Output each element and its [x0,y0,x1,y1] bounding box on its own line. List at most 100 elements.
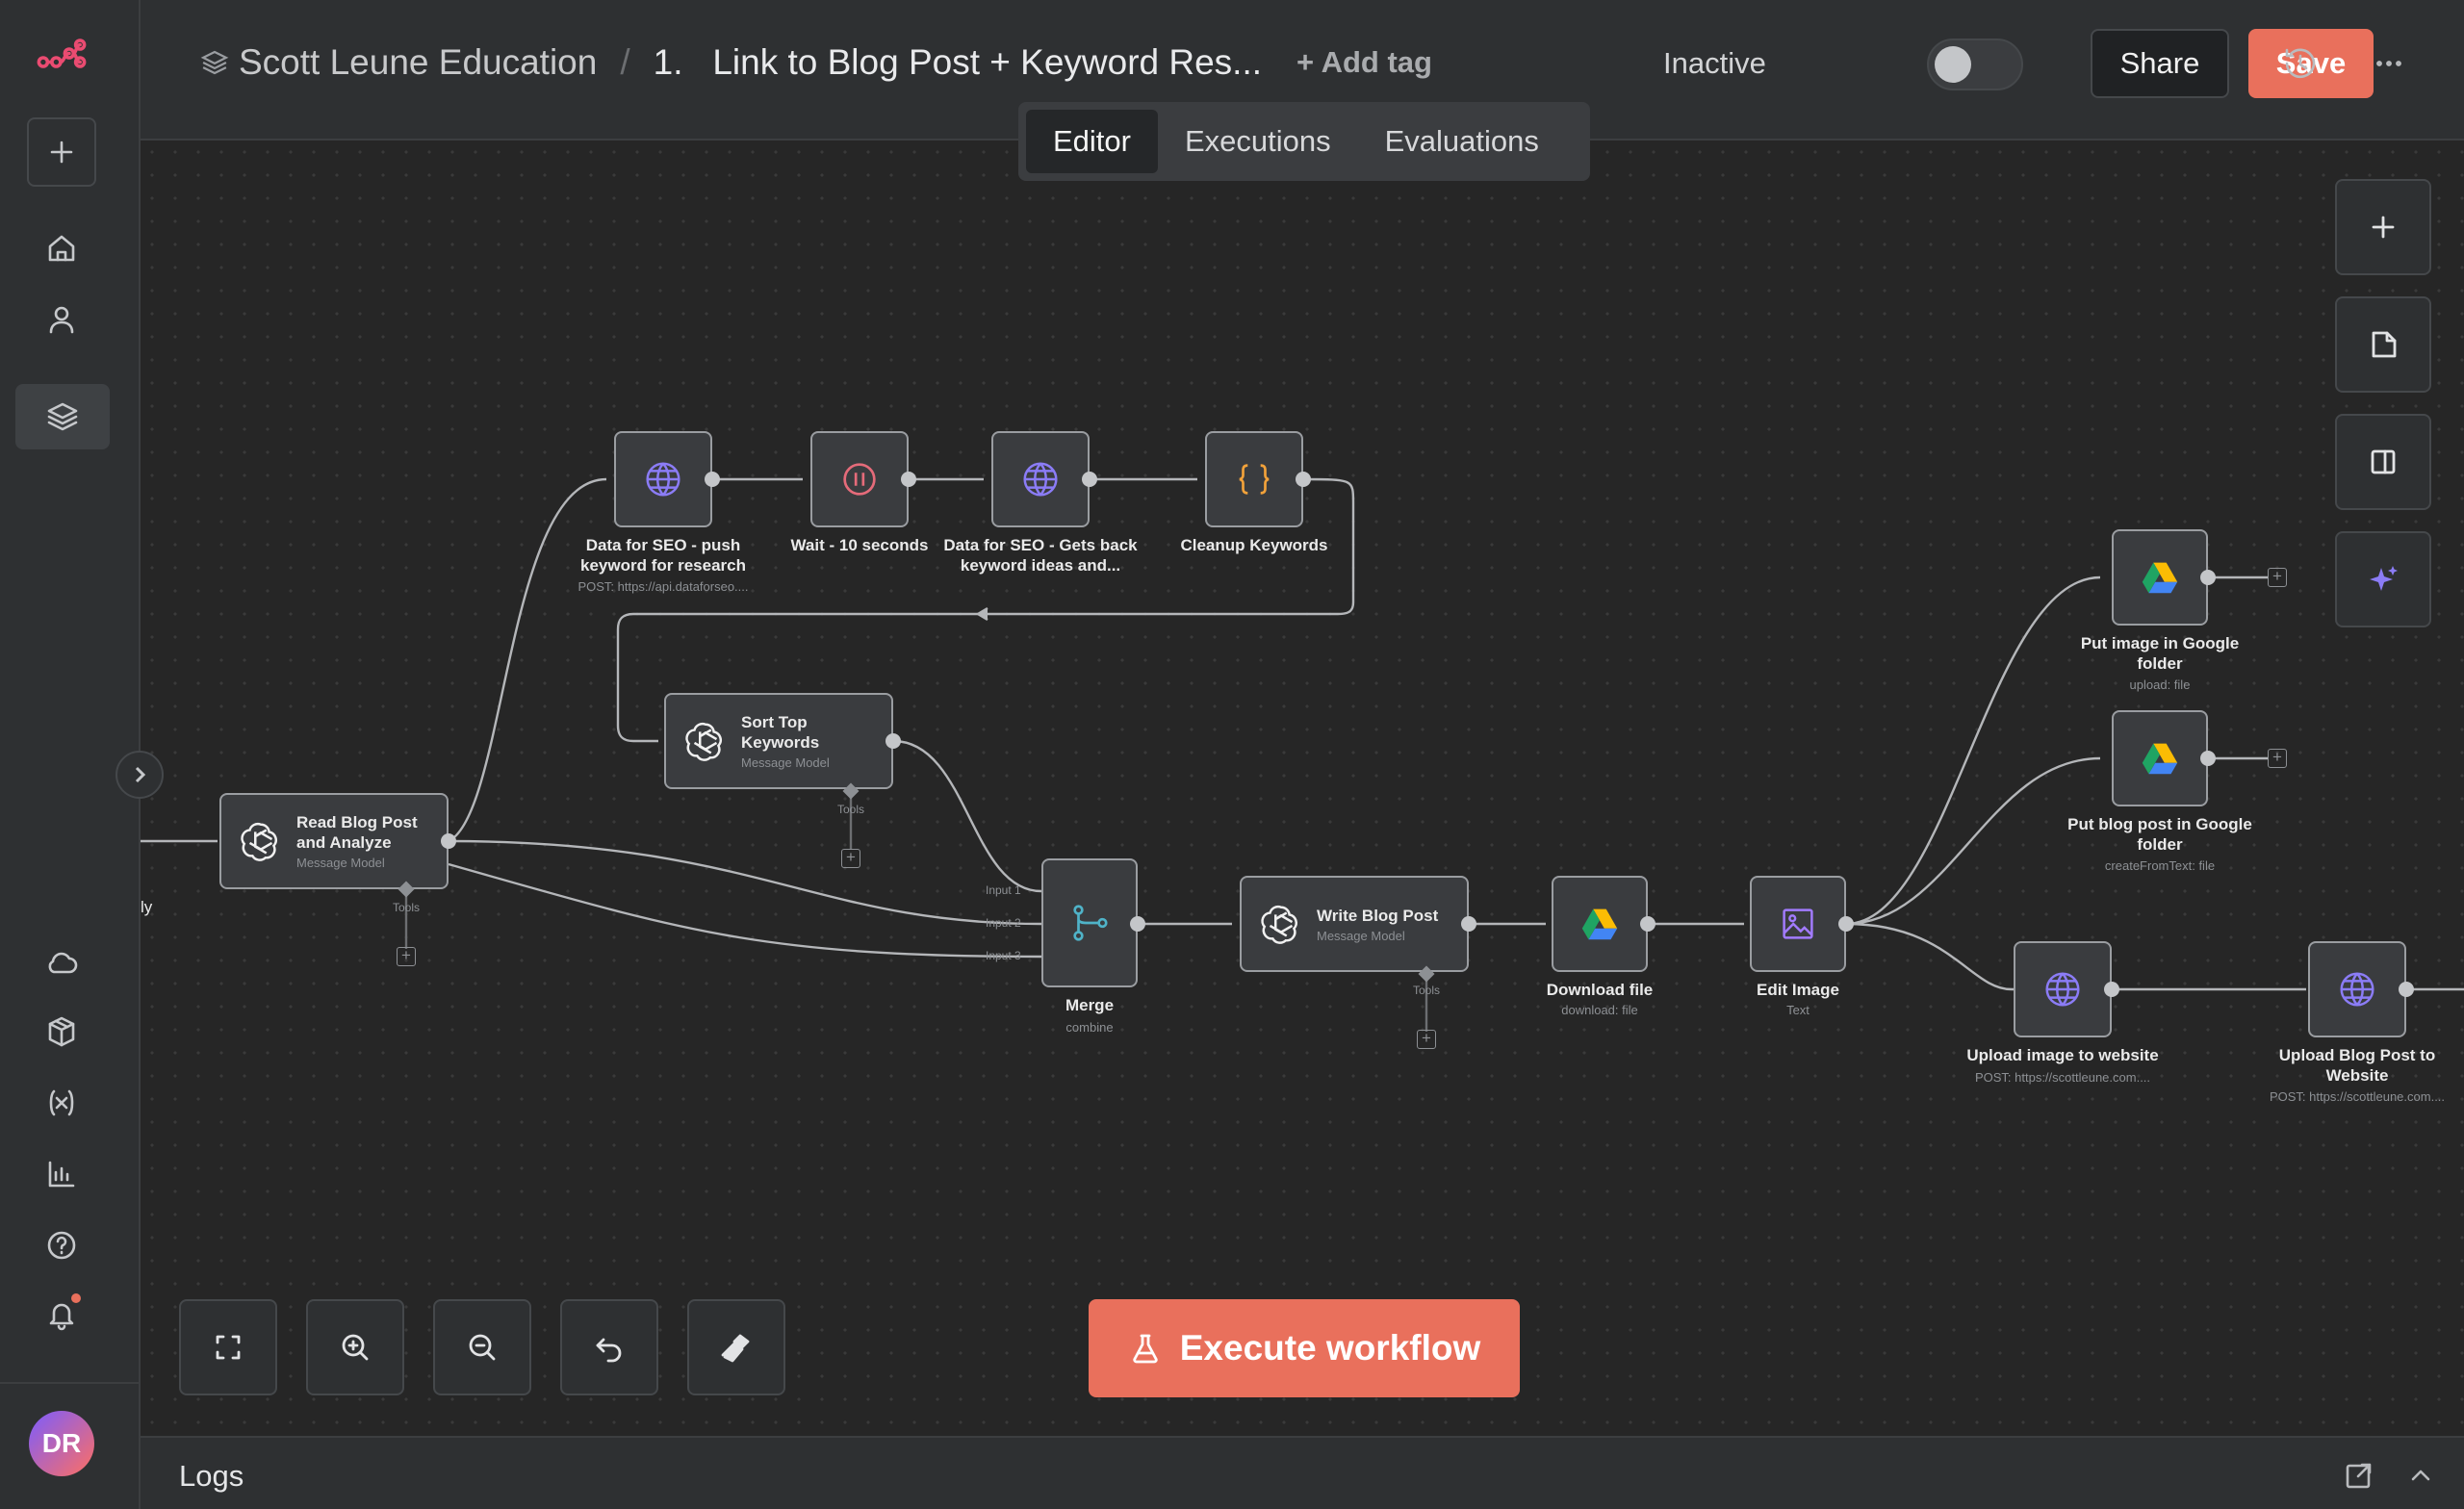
node-subtitle: upload: file [2129,678,2191,692]
fit-view-button[interactable] [179,1299,277,1395]
notification-dot [71,1293,81,1303]
breadcrumb-separator: / [620,42,630,82]
undo-button[interactable] [560,1299,658,1395]
expand-sidebar-button[interactable] [116,751,164,799]
tools-label: Tools [837,803,865,816]
chevron-right-icon [135,766,146,783]
insights-icon[interactable] [27,1139,96,1209]
node-subtitle: POST: https://api.dataforseo.... [578,579,749,594]
share-button[interactable]: Share [2091,29,2229,98]
project-layers-icon [200,50,229,75]
execute-workflow-button[interactable]: Execute workflow [1089,1299,1520,1397]
pause-icon [843,463,876,496]
add-tool-button[interactable]: + [841,849,860,868]
google-drive-icon [1581,908,1618,940]
add-node-button[interactable] [2335,179,2431,275]
node-download-file[interactable] [1552,876,1648,972]
globe-icon [646,462,680,497]
add-tool-button[interactable]: + [397,947,416,966]
node-subtitle: Message Model [741,755,830,770]
pop-out-icon[interactable] [2341,1457,2377,1494]
node-title: Write Blog Post [1317,906,1439,925]
sparkle-icon [2370,566,2398,591]
sticky-note-button[interactable] [2335,296,2431,393]
cloud-icon[interactable] [27,928,96,997]
node-upload-image[interactable] [2014,941,2112,1037]
logs-panel[interactable]: Logs [141,1436,2464,1509]
node-upload-blog-post[interactable] [2308,941,2406,1037]
home-icon[interactable] [27,214,96,283]
google-drive-icon [2142,743,2178,775]
connection [616,477,1355,743]
notifications-icon[interactable] [27,1280,96,1349]
offscreen-node-label: ly [141,898,153,916]
connection [448,839,1042,926]
node-label: Edit Image [1757,981,1839,999]
workflow-title[interactable]: 1. Link to Blog Post + Keyword Res... [653,42,1263,82]
merge-input-1-label: Input 1 [986,883,1021,897]
image-icon [1783,908,1813,939]
node-label: Put blog post in Google folder [2067,815,2252,854]
tab-editor[interactable]: Editor [1026,110,1158,173]
node-sort-keywords[interactable]: Sort Top Keywords Message Model [664,693,893,789]
node-write-blog-post[interactable]: Write Blog Post Message Model [1240,876,1469,972]
add-next-node-button[interactable]: + [2268,749,2287,768]
node-edit-image[interactable] [1750,876,1846,972]
arrow [975,606,988,622]
execute-workflow-label: Execute workflow [1179,1328,1481,1368]
tools-label: Tools [1413,984,1441,997]
node-subtitle: Message Model [1317,928,1405,943]
view-tabs: Editor Executions Evaluations [1018,102,1590,181]
toggle-panel-button[interactable] [2335,414,2431,510]
node-label: Data for SEO - push keyword for research [580,536,746,575]
node-seo-push[interactable] [614,431,712,527]
node-label: Cleanup Keywords [1180,536,1328,554]
active-toggle[interactable] [1927,38,2023,90]
plus-icon [2372,216,2395,239]
add-tool-button[interactable]: + [1417,1030,1436,1049]
history-icon[interactable] [2279,42,2322,85]
add-next-node-button[interactable]: + [2268,568,2287,587]
zoom-in-icon [342,1334,369,1361]
add-tag-button[interactable]: + Add tag [1296,45,1432,79]
node-read-blog-post[interactable]: Read Blog Post and Analyze Message Model [219,793,449,889]
node-subtitle: POST: https://scottleune.com.... [1974,1070,2151,1085]
node-text: Sort Top Keywords Message Model [741,712,830,770]
projects-icon[interactable] [15,384,110,449]
create-button[interactable] [27,117,96,187]
workflow-canvas[interactable]: Read Blog Post and Analyze Message Model… [141,141,2464,1436]
project-name[interactable]: Scott Leune Education [239,42,598,82]
node-cleanup-keywords[interactable] [1205,431,1303,527]
zoom-out-button[interactable] [433,1299,531,1395]
help-icon[interactable] [27,1211,96,1280]
zoom-in-button[interactable] [306,1299,404,1395]
node-subtitle: download: file [1561,1003,1638,1017]
tab-executions[interactable]: Executions [1184,124,1331,158]
openai-icon [1261,905,1297,944]
connection [1845,756,2101,926]
logo-icon[interactable] [27,23,96,92]
code-icon [1239,464,1270,495]
tidy-up-button[interactable] [687,1299,785,1395]
node-label: Upload Blog Post to Website [2278,1046,2436,1085]
tab-evaluations[interactable]: Evaluations [1384,124,1539,158]
variables-icon[interactable] [27,1068,96,1138]
node-put-post-drive[interactable] [2112,710,2208,806]
chevron-up-icon[interactable] [2402,1457,2439,1494]
more-options-icon[interactable] [2368,42,2410,85]
templates-icon[interactable] [27,997,96,1066]
node-merge[interactable] [1041,858,1138,987]
node-put-image-drive[interactable] [2112,529,2208,626]
node-subtitle: Text [1786,1003,1810,1017]
google-drive-icon [2142,562,2178,594]
node-seo-get[interactable] [991,431,1090,527]
user-icon[interactable] [27,285,96,354]
avatar[interactable]: DR [29,1411,94,1476]
node-wait[interactable] [810,431,909,527]
ai-assistant-button[interactable] [2335,531,2431,627]
sticky-note-icon [2372,331,2397,358]
merge-input-3-label: Input 3 [986,949,1021,962]
node-label: Merge [1065,996,1115,1014]
openai-icon [685,722,722,761]
globe-icon [1023,462,1058,497]
